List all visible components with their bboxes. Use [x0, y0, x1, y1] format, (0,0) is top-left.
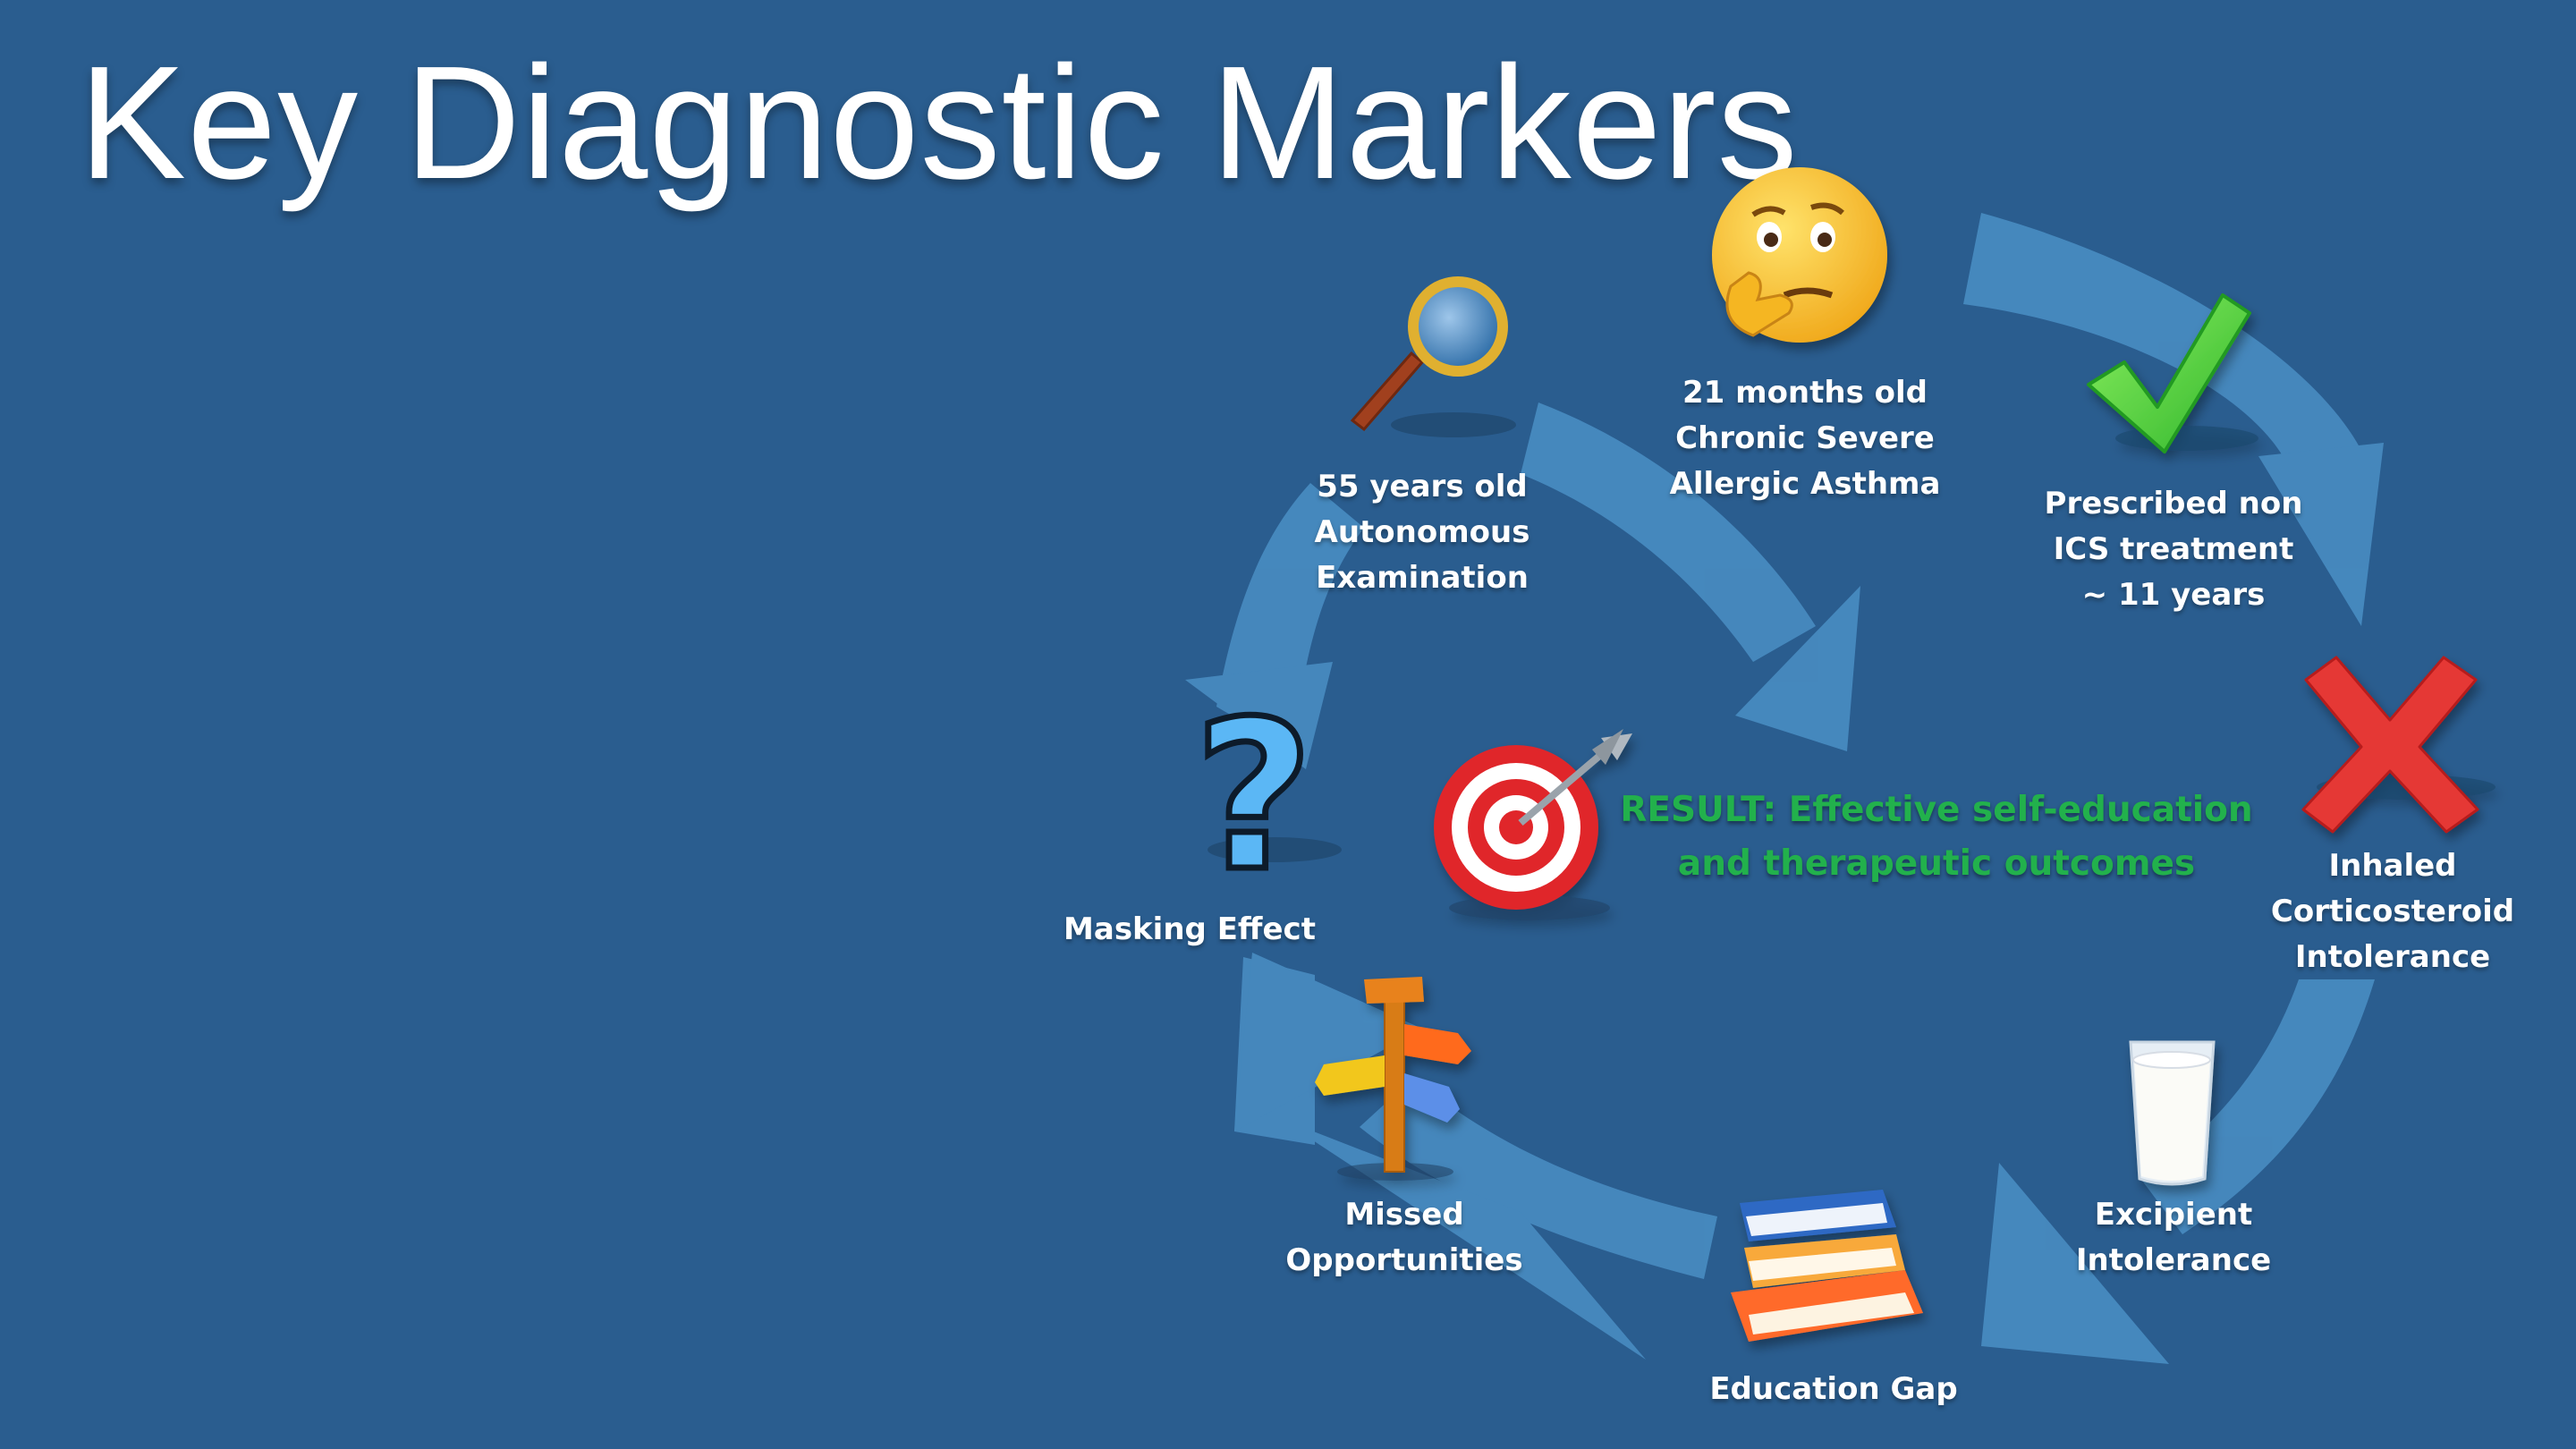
- arrow-head-masking: [1234, 953, 1422, 1131]
- arrow-asthma-to-prescribed: [1963, 213, 2370, 470]
- node-missed: Missed Opportunities: [1270, 1192, 1538, 1284]
- node-prescribed-line2: ICS treatment: [2053, 531, 2294, 567]
- question-mark-icon: ?: [1191, 675, 1342, 920]
- arrow-education-to-missed: [1360, 1078, 1717, 1279]
- node-prescribed-line1: Prescribed non: [2044, 486, 2303, 521]
- node-excipient-line1: Excipient: [2094, 1197, 2253, 1233]
- node-masking: Masking Effect: [1055, 907, 1324, 953]
- node-education: Education Gap: [1699, 1367, 1968, 1412]
- result-text: RESULT: Effective self-education and the…: [1601, 784, 2272, 891]
- node-asthma-line2: Chronic Severe: [1675, 420, 1935, 456]
- target-icon: [1434, 729, 1632, 920]
- node-asthma-line1: 21 months old: [1682, 375, 1928, 411]
- check-mark-icon: [2087, 293, 2258, 453]
- arrow-head-center: [1735, 586, 1860, 751]
- milk-glass-icon: [2129, 1040, 2216, 1186]
- node-ics-line2: Corticosteroid: [2270, 894, 2515, 929]
- node-prescribed: Prescribed non ICS treatment ~ 11 years: [2030, 481, 2317, 618]
- page-title: Key Diagnostic Markers: [79, 33, 1799, 213]
- node-examination: 55 years old Autonomous Examination: [1292, 464, 1552, 601]
- magnifying-glass-icon: [1350, 276, 1516, 437]
- red-x-icon: [2301, 656, 2496, 834]
- node-masking-line1: Masking Effect: [1063, 911, 1316, 947]
- node-examination-line2: Autonomous: [1314, 514, 1530, 550]
- svg-text:?: ?: [1194, 678, 1313, 917]
- arrow-examination-to-center: [1521, 402, 1816, 662]
- node-ics-line3: Intolerance: [2294, 939, 2491, 975]
- node-examination-line3: Examination: [1316, 560, 1529, 596]
- node-ics-line1: Inhaled: [2328, 848, 2457, 884]
- arrow-head-examination-left: [1185, 662, 1333, 769]
- node-prescribed-line3: ~ 11 years: [2081, 577, 2266, 613]
- node-education-line1: Education Gap: [1709, 1371, 1958, 1407]
- signpost-icon: [1315, 977, 1471, 1181]
- result-line1: RESULT: Effective self-education: [1620, 790, 2253, 830]
- node-missed-line1: Missed: [1344, 1197, 1464, 1233]
- node-ics-intolerance: Inhaled Corticosteroid Intolerance: [2254, 843, 2531, 980]
- node-missed-line2: Opportunities: [1285, 1242, 1523, 1278]
- node-excipient-line2: Intolerance: [2075, 1242, 2272, 1278]
- arrow-head-excipient: [1981, 1163, 2169, 1364]
- node-examination-line1: 55 years old: [1317, 469, 1528, 504]
- result-line2: and therapeutic outcomes: [1677, 843, 2196, 884]
- node-asthma-line3: Allergic Asthma: [1669, 466, 1941, 502]
- node-asthma: 21 months old Chronic Severe Allergic As…: [1662, 370, 1948, 507]
- books-icon: [1731, 1190, 1923, 1342]
- thinking-face-icon: [1712, 167, 1887, 343]
- node-excipient: Excipient Intolerance: [2048, 1192, 2299, 1284]
- arrow-head-prescribed: [2258, 443, 2384, 626]
